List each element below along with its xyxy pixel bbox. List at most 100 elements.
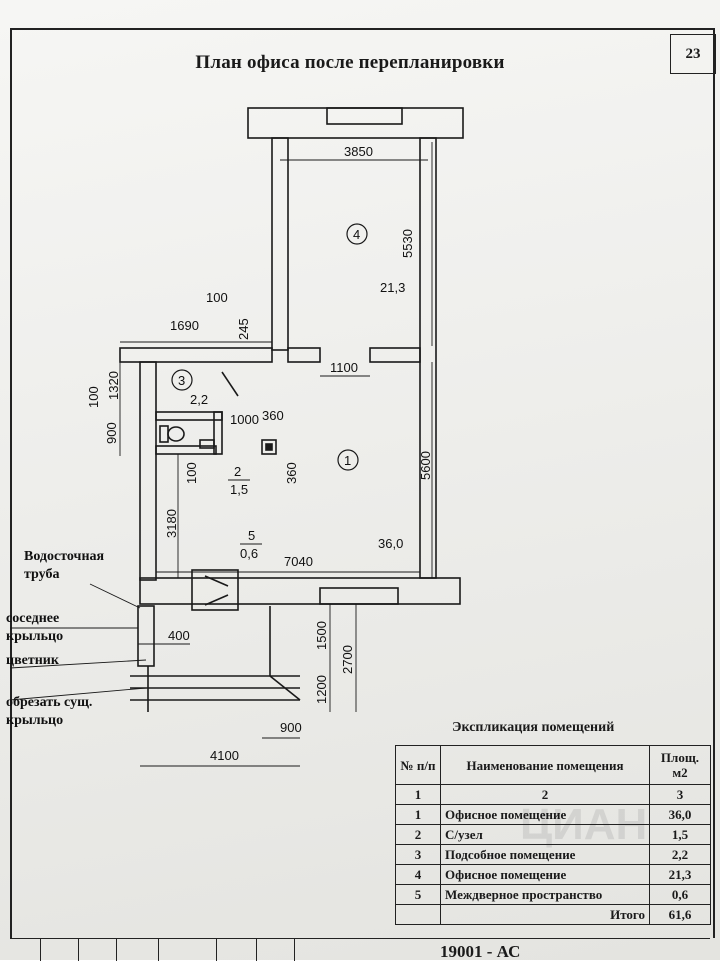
room-3-circle (171, 369, 193, 391)
title-block-cell (216, 939, 217, 961)
table-index-row: 1 2 3 (395, 784, 711, 805)
frame-left-line (10, 28, 12, 938)
frame-right-line (713, 28, 715, 938)
column-core (265, 443, 273, 451)
room-1-circle (337, 449, 359, 471)
toilet-bowl (167, 426, 185, 442)
vestibule-room-5 (191, 569, 239, 611)
dim-245: 245 (236, 318, 251, 340)
dim-7040: 7040 (284, 554, 313, 569)
row-area: 36,0 (649, 804, 711, 825)
room-4-number: 4 (353, 227, 360, 242)
dim-100b: 100 (86, 386, 101, 408)
explication-title: Экспликация помещений (452, 720, 615, 735)
wall-bottom-main (139, 577, 461, 605)
room-4-area: 21,3 (380, 280, 405, 295)
dim-100a: 100 (206, 290, 228, 305)
dim-1500: 1500 (314, 621, 329, 650)
index-cell: 3 (649, 784, 711, 805)
row-area: 0,6 (649, 884, 711, 905)
total-label: Итого (440, 904, 650, 925)
header-name: Наименование помещения (440, 745, 650, 785)
label-porch-1: соседнее (6, 611, 59, 626)
room-2-area: 1,5 (230, 482, 248, 497)
row-number: 4 (395, 864, 441, 885)
dim-5530: 5530 (400, 229, 415, 258)
leader-flowerbed (9, 659, 147, 669)
wc-partition-bottom (155, 445, 217, 455)
wc-partition-top (155, 411, 223, 421)
leader-cut (9, 687, 147, 701)
dim-1200: 1200 (314, 675, 329, 704)
partition-right (369, 347, 421, 363)
table-total-row: Итого 61,6 (395, 904, 711, 925)
row-name: Офисное помещение (440, 804, 650, 825)
vestibule-door-2 (204, 594, 229, 606)
title-block-cell (256, 939, 257, 961)
room-4-circle (346, 223, 368, 245)
wall-top-room-4 (247, 107, 464, 139)
table-row: 5 Междверное пространство 0,6 (395, 884, 711, 905)
dim-2700: 2700 (340, 645, 355, 674)
dim-5600: 5600 (418, 451, 433, 480)
wall-left-main (139, 361, 157, 581)
header-area: Площ. м2 (649, 745, 711, 785)
page-number: 23 (670, 34, 716, 74)
wall-top-room-3 (119, 347, 273, 363)
window-top-room-4 (326, 107, 403, 125)
window-bottom (319, 587, 399, 605)
total-empty (395, 904, 441, 925)
row-number: 2 (395, 824, 441, 845)
page-title: План офиса после перепланировки (195, 52, 505, 73)
toilet-tank (159, 425, 169, 443)
partition-left (287, 347, 321, 363)
table-row: 4 Офисное помещение 21,3 (395, 864, 711, 885)
label-drainpipe-1: Водосточная (24, 549, 105, 564)
leader-drainpipe (89, 583, 141, 609)
column (261, 439, 277, 455)
row-number: 1 (395, 804, 441, 825)
index-cell: 2 (440, 784, 650, 805)
dim-1000: 1000 (230, 412, 259, 427)
total-value: 61,6 (649, 904, 711, 925)
dim-1100: 1100 (330, 360, 358, 375)
table-row: 3 Подсобное помещение 2,2 (395, 844, 711, 865)
room-5-number: 5 (248, 528, 255, 543)
room-1-area: 36,0 (378, 536, 403, 551)
title-block-cell (294, 939, 295, 961)
room-3-area: 2,2 (190, 392, 208, 407)
label-cut-2: крыльцо (6, 713, 63, 728)
table-header-row: № п/п Наименование помещения Площ. м2 (395, 745, 711, 785)
title-block-cell (158, 939, 159, 961)
title-block-cell (40, 939, 41, 961)
frame-top-line (10, 28, 714, 30)
row-name: Офисное помещение (440, 864, 650, 885)
vestibule-door-1 (204, 575, 229, 587)
wc-partition-right (213, 411, 223, 455)
label-porch-2: крыльцо (6, 629, 63, 644)
dim-100c: 100 (184, 462, 199, 484)
row-number: 5 (395, 884, 441, 905)
index-cell: 1 (395, 784, 441, 805)
dim-360b: 360 (284, 462, 299, 484)
dim-1690: 1690 (170, 318, 199, 333)
label-drainpipe-2: труба (24, 567, 59, 582)
table-row: 2 С/узел 1,5 (395, 824, 711, 845)
label-cut-1: обрезать сущ. (6, 695, 92, 710)
title-block-cell (116, 939, 117, 961)
wall-left-room-4 (271, 137, 289, 351)
row-name: С/узел (440, 824, 650, 845)
sink (199, 439, 215, 449)
dim-900a: 900 (104, 422, 119, 444)
row-area: 2,2 (649, 844, 711, 865)
row-area: 1,5 (649, 824, 711, 845)
dim-360a: 360 (262, 408, 284, 423)
room-1-number: 1 (344, 453, 351, 468)
room-5-area: 0,6 (240, 546, 258, 561)
title-block-cell (78, 939, 79, 961)
room-2-number: 2 (234, 464, 241, 479)
door-leaf-room-3 (221, 371, 239, 397)
dim-3850: 3850 (344, 144, 373, 159)
room-3-number: 3 (178, 373, 185, 388)
